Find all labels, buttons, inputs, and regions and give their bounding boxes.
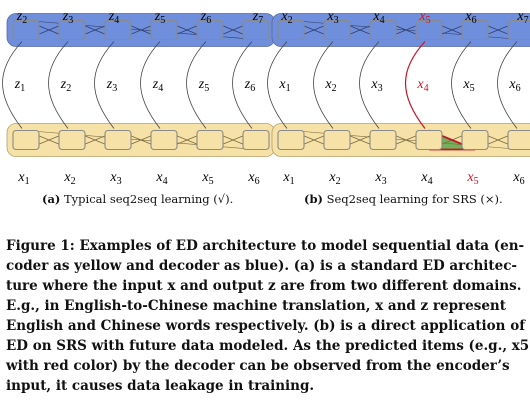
panel_b-link-arc-5 (451, 41, 472, 129)
panel_a-mid-label-5: z5 (198, 77, 209, 94)
caption-line: ED on SRS with future data modeled. As t… (6, 338, 530, 354)
panel_a-top-label-4: z5 (154, 9, 165, 26)
caption-line: coder as yellow and decoder as blue). (a… (6, 258, 518, 274)
panel_a-decoder-node-3 (104, 19, 132, 41)
figure-caption: Figure 1: Examples of ED architecture to… (6, 236, 530, 396)
panel_a-bottom-label-1: x1 (17, 170, 29, 187)
panel_b-decoder-node-3 (369, 19, 397, 41)
panel_a-link-arc-4 (140, 41, 161, 129)
panel_a-encoder-node-3 (104, 129, 132, 151)
panel_b-encoder-node-6 (507, 129, 530, 151)
panel_b-top-label-2: x3 (326, 9, 338, 26)
panel_b-encoder-node-3 (369, 129, 397, 151)
caption-line: English and Chinese words respectively. … (6, 318, 526, 334)
panel_a-link-arc-6 (232, 41, 253, 129)
panel_a-bottom-label-4: x4 (155, 170, 167, 187)
panel_a-top-label-2: z3 (62, 9, 73, 26)
caption-line: Figure 1: Examples of ED architecture to… (6, 238, 525, 254)
panel_b-mid-label-5: x5 (462, 77, 474, 94)
panel_a-bottom-label-5: x5 (201, 170, 213, 187)
panel-a-diagram: z2 z1 x1 z3 z2 x2 z4 z3 x3 z5 z4 x4 z6 z5 x5 z7 z6 x6 (2, 9, 276, 187)
panel_b-decoder-node-2 (323, 19, 351, 41)
panel-b-diagram: x2 x1 x1 x3 x2 x2 x4 x3 x3 x5 x4 x4 x6 x5 x5 x7 x6 x6 (267, 9, 530, 187)
panel_a-top-label-1: z2 (16, 9, 27, 26)
panel_b-bottom-label-4: x4 (420, 170, 432, 187)
caption-line: E.g., in English-to-Chinese machine tran… (6, 298, 506, 314)
panel_b-top-label-5: x6 (464, 9, 476, 26)
panel_b-decoder-node-6 (507, 19, 530, 41)
panel_b-top-label-6: x7 (516, 9, 528, 26)
panel_a-decoder-node-2 (58, 19, 86, 41)
panel_b-mid-label-3: x3 (370, 77, 382, 94)
panel_a-decoder-node-5 (196, 19, 224, 41)
panel_a-link-arc-1 (2, 41, 23, 129)
panel_a-mid-label-1: z1 (14, 77, 25, 94)
panel_b-top-label-1: x2 (280, 9, 292, 26)
panel-b-caption-text: Seq2seq learning for SRS (×). (326, 192, 503, 206)
panel_a-bottom-label-6: x6 (247, 170, 259, 187)
panel_b-link-arc-1 (267, 41, 288, 129)
panel_b-encoder-node-4 (415, 129, 443, 151)
panel_b-decoder-node-1 (277, 19, 305, 41)
panel_b-decoder-block (271, 13, 530, 47)
panel_a-mid-label-2: z2 (60, 77, 71, 94)
panel_a-bottom-label-3: x3 (109, 170, 121, 187)
panel_a-decoder-node-4 (150, 19, 178, 41)
panel_b-link-arc-4 (405, 41, 426, 129)
panel_b-bottom-label-5: x5 (466, 170, 478, 187)
panel_a-bottom-label-2: x2 (63, 170, 75, 187)
panel_b-encoder-node-2 (323, 129, 351, 151)
panel_b-bottom-label-6: x6 (512, 170, 524, 187)
panel_b-decoder-node-4 (415, 19, 443, 41)
caption-line: ture where the input x and output z are … (6, 278, 522, 294)
panel_b-bottom-label-2: x2 (328, 170, 340, 187)
panel_a-link-arc-5 (186, 41, 207, 129)
panel-b-caption-tag: (b) (304, 192, 323, 206)
panel_a-encoder-node-4 (150, 129, 178, 151)
panel-a-caption-tag: (a) (42, 192, 61, 206)
panel_a-decoder-node-6 (242, 19, 270, 41)
panel_b-encoder-node-5 (461, 129, 489, 151)
panel_a-top-label-5: z6 (200, 9, 211, 26)
caption-line: with red color) by the decoder can be ob… (6, 358, 510, 374)
panel_b-top-label-4: x5 (418, 9, 430, 26)
panel_b-link-arc-2 (313, 41, 334, 129)
panel_a-encoder-node-2 (58, 129, 86, 151)
panel_a-mid-label-3: z3 (106, 77, 117, 94)
panel_a-mid-label-4: z4 (152, 77, 163, 94)
panel_b-encoder-node-1 (277, 129, 305, 151)
panel_b-mid-label-2: x2 (324, 77, 336, 94)
panel-a-caption-text: Typical seq2seq learning (√). (64, 192, 234, 206)
panel_a-link-arc-2 (48, 41, 69, 129)
panel_a-top-label-3: z4 (108, 9, 119, 26)
panel_b-link-arc-6 (497, 41, 518, 129)
panel_b-top-label-3: x4 (372, 9, 384, 26)
panel_b-bottom-label-1: x1 (282, 170, 294, 187)
panel_b-bottom-label-3: x3 (374, 170, 386, 187)
panel_a-top-label-6: z7 (252, 9, 263, 26)
panel_b-mid-label-1: x1 (278, 77, 290, 94)
panel_b-mid-label-6: x6 (508, 77, 520, 94)
panel_a-decoder-node-1 (12, 19, 40, 41)
panel-a-caption: (a) Typical seq2seq learning (√). (42, 192, 233, 206)
panel_a-encoder-node-5 (196, 129, 224, 151)
panel_b-decoder-node-5 (461, 19, 489, 41)
panel_a-link-arc-3 (94, 41, 115, 129)
panel_a-mid-label-6: z6 (244, 77, 255, 94)
panel_a-encoder-node-1 (12, 129, 40, 151)
panel_b-encoder-block (271, 123, 530, 157)
panel_a-encoder-node-6 (242, 129, 270, 151)
panel-b-caption: (b) Seq2seq learning for SRS (×). (304, 192, 503, 206)
caption-line: input, it causes data leakage in trainin… (6, 378, 315, 394)
panel_b-link-arc-3 (359, 41, 380, 129)
panel_b-mid-label-4: x4 (416, 77, 428, 94)
